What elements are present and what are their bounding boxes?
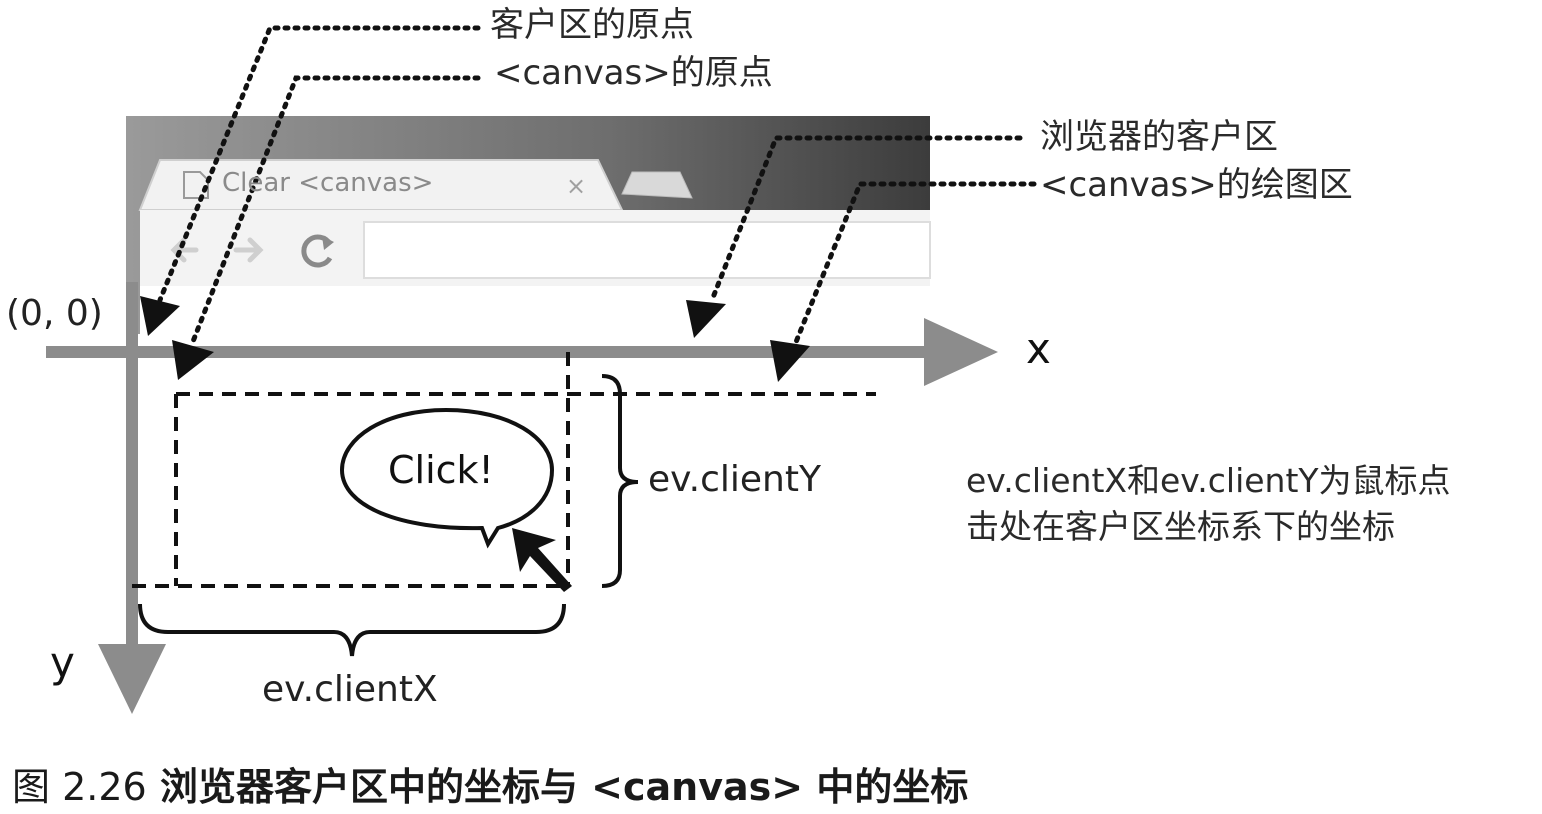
leader-client-origin (140, 25, 481, 336)
label-browser-client-area: 浏览器的客户区 (1040, 117, 1278, 157)
explanation-note: ev.clientX和ev.clientY为鼠标点 击处在客户区坐标系下的坐标 (966, 458, 1451, 550)
leader-canvas-drawing-area (770, 181, 1037, 382)
label-client-x: ev.clientX (262, 669, 438, 710)
label-client-origin: 客户区的原点 (490, 5, 694, 45)
label-y-axis: y (50, 638, 75, 687)
client-area (140, 286, 930, 334)
speech-bubble (339, 407, 555, 549)
page-icon (183, 171, 209, 199)
y-axis (98, 282, 166, 714)
reload-icon (301, 234, 334, 268)
figure-number: 图 2.26 (12, 765, 147, 809)
leader-canvas-origin (172, 75, 481, 380)
tab-close-icon: × (566, 172, 587, 200)
note-line-2: 击处在客户区坐标系下的坐标 (966, 507, 1395, 546)
leader-browser-client-area (686, 135, 1023, 338)
label-x-axis: x (1026, 324, 1051, 373)
brace-client-y (601, 374, 639, 588)
mouse-cursor-icon (512, 528, 572, 592)
canvas-region (132, 352, 876, 588)
tab-title: Clear <canvas> (222, 168, 434, 198)
label-origin-coords: (0, 0) (6, 293, 103, 334)
label-canvas-drawing-area: <canvas>的绘图区 (1040, 165, 1353, 205)
note-line-1: ev.clientX和ev.clientY为鼠标点 (966, 461, 1451, 500)
browser-window (126, 116, 931, 334)
brace-client-x (138, 603, 566, 657)
forward-icon (233, 237, 264, 263)
figure-caption-text: 浏览器客户区中的坐标与 <canvas> 中的坐标 (159, 765, 969, 809)
label-canvas-origin: <canvas>的原点 (494, 53, 773, 93)
address-bar (363, 221, 931, 279)
new-tab-button (621, 171, 693, 199)
label-client-y: ev.clientY (648, 459, 821, 500)
figure-caption: 图 2.26 浏览器客户区中的坐标与 <canvas> 中的坐标 (12, 756, 968, 811)
click-text: Click! (388, 448, 494, 492)
